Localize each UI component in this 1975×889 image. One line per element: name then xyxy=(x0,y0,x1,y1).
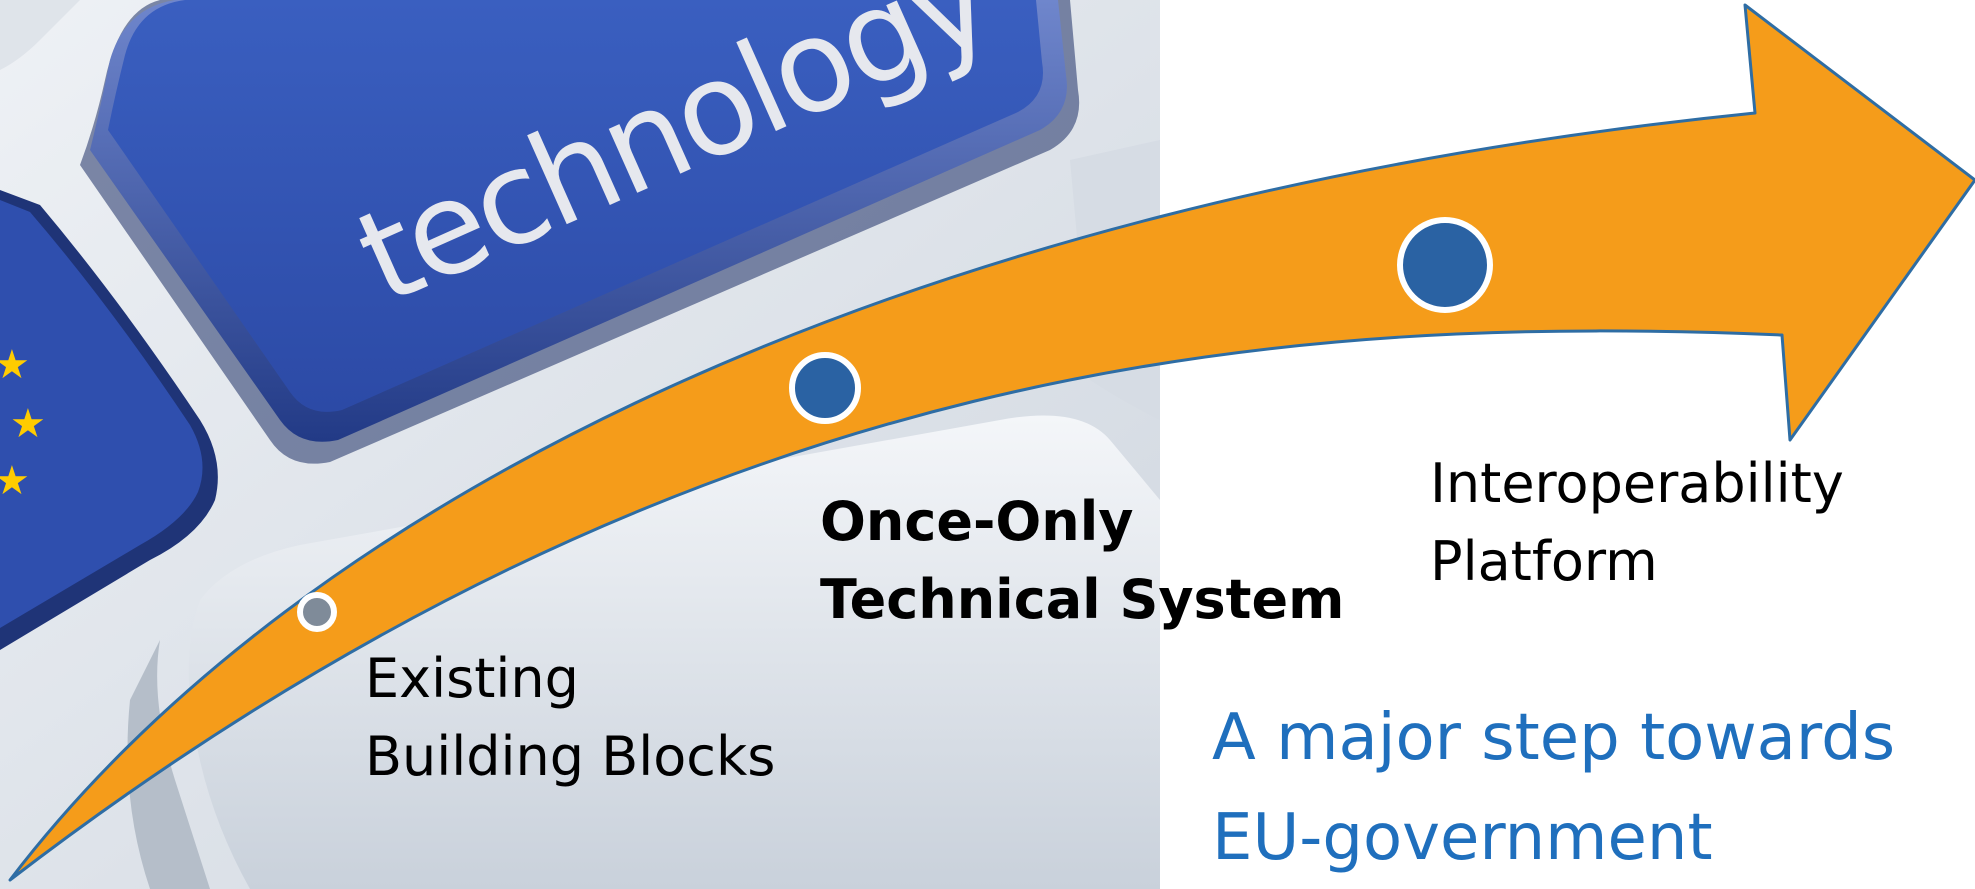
milestone-label-existing-building-blocks: Existing Building Blocks xyxy=(365,640,775,796)
milestone-label-once-only-technical-system: Once-Only Technical System xyxy=(820,483,1344,639)
milestone-label-line: Once-Only xyxy=(820,490,1134,553)
milestone-label-line: Building Blocks xyxy=(365,725,776,788)
tagline-line: A major step towards xyxy=(1212,701,1896,775)
tagline-line: EU-government xyxy=(1212,801,1713,875)
tagline: A major step towards EU-government xyxy=(1212,688,1895,888)
milestone-label-line: Platform xyxy=(1430,530,1658,593)
eu-flag-key: ★ ★ ★ xyxy=(0,190,218,650)
curved-arrow xyxy=(8,3,1975,882)
eu-star-icon: ★ xyxy=(0,342,30,388)
grey-key-top-left xyxy=(0,0,80,70)
milestone-dot-existing-building-blocks xyxy=(297,592,337,632)
milestone-label-interoperability-platform: Interoperability Platform xyxy=(1430,445,1844,601)
eu-star-icon: ★ xyxy=(0,458,30,504)
milestone-label-line: Technical System xyxy=(820,568,1345,631)
milestone-label-line: Interoperability xyxy=(1430,452,1844,515)
milestone-dot-once-only-technical-system xyxy=(789,352,861,424)
keyboard-photo: technology ★ ★ ★ xyxy=(0,0,1160,889)
milestone-dot-interoperability-platform xyxy=(1397,217,1493,313)
eu-star-icon: ★ xyxy=(10,401,46,447)
milestone-label-line: Existing xyxy=(365,647,579,710)
